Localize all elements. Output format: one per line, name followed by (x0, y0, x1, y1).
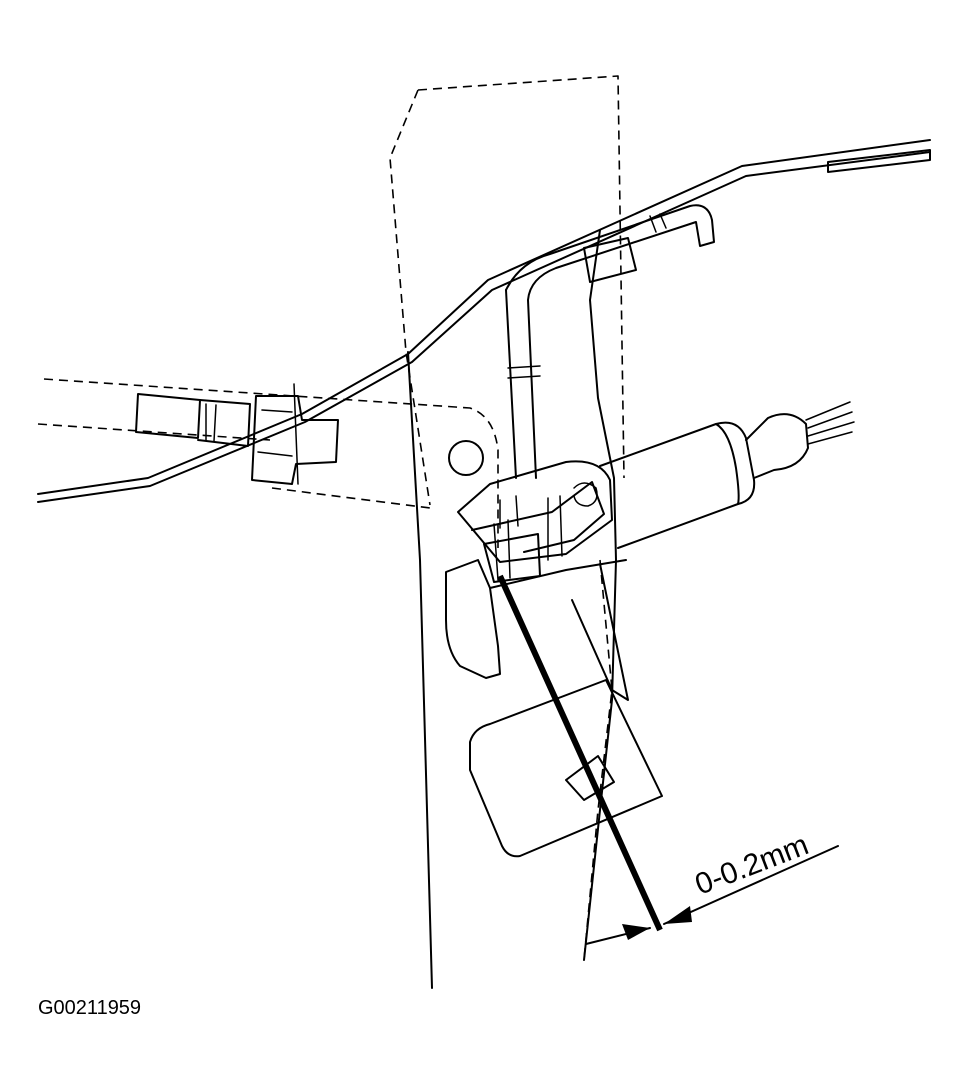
clamp-bracket (457, 460, 613, 583)
pillar-solid-edges (407, 229, 617, 989)
cable-line (37, 139, 931, 503)
lower-plate (445, 559, 663, 858)
switch-body (599, 401, 855, 549)
dashed-pillar-outline (37, 75, 625, 961)
figure-id: G00211959 (38, 997, 141, 1019)
upper-rod (505, 204, 715, 479)
mounting-hole (448, 440, 484, 476)
left-connector (135, 383, 339, 485)
dimension-label: 0-0.2mm (691, 828, 813, 901)
reference-line (497, 574, 663, 932)
dimension-indicator (585, 845, 839, 945)
